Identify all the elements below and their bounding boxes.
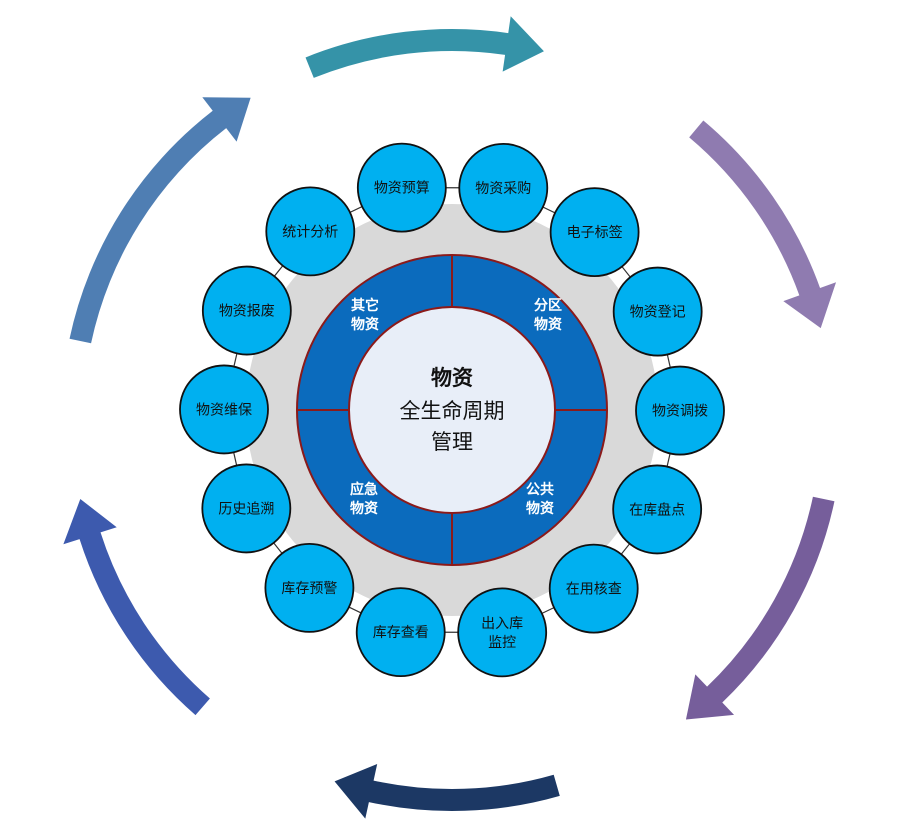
petal-label: 统计分析 — [282, 224, 338, 240]
petal-inventory-view[interactable]: 库存查看 — [355, 587, 446, 678]
segment-label: 分区 — [534, 298, 562, 314]
center-circle — [348, 306, 556, 514]
petal-maintenance[interactable]: 物资维保 — [179, 364, 269, 455]
petal-in-use-check[interactable]: 在用核查 — [548, 543, 639, 634]
petal-label: 监控 — [488, 635, 516, 651]
petal-label: 电子标签 — [567, 224, 623, 241]
petal-scrap[interactable]: 物资报废 — [201, 265, 292, 356]
petal-label: 库存查看 — [373, 625, 429, 641]
cycle-arrow-lower-right — [685, 496, 835, 720]
petal-statistics[interactable]: 统计分析 — [265, 186, 356, 277]
petal-label: 物资采购 — [475, 181, 531, 197]
petal-circle[interactable] — [201, 265, 292, 356]
petal-circle[interactable] — [635, 365, 725, 456]
petal-register[interactable]: 物资登记 — [612, 266, 703, 357]
center-title-line2: 全生命周期 — [400, 399, 505, 423]
cycle-arrow-upper-left — [69, 97, 251, 344]
segment-label: 物资 — [350, 500, 378, 517]
petal-circle[interactable] — [179, 364, 269, 455]
petal-label: 历史追溯 — [218, 501, 274, 517]
petal-circle[interactable] — [612, 464, 703, 555]
center-hub: 物资 全生命周期 管理 — [348, 306, 556, 514]
petal-label: 物资登记 — [630, 305, 686, 321]
petal-label: 出入库 — [481, 616, 523, 632]
petal-label: 在库盘点 — [629, 501, 685, 518]
petal-stocktake[interactable]: 在库盘点 — [612, 464, 703, 555]
segment-label: 物资 — [526, 500, 554, 517]
petal-history-trace[interactable]: 历史追溯 — [201, 463, 292, 554]
petal-circle[interactable] — [355, 587, 446, 678]
center-title-line1: 物资 — [431, 366, 473, 390]
petal-label: 物资报废 — [219, 304, 275, 320]
petal-transfer[interactable]: 物资调拨 — [635, 365, 725, 456]
petal-e-label[interactable]: 电子标签 — [549, 187, 640, 277]
petal-label: 库存预警 — [281, 581, 337, 597]
petal-circle[interactable] — [458, 142, 549, 233]
segment-label: 其它 — [351, 297, 379, 314]
petal-circle[interactable] — [201, 463, 292, 554]
petal-circle[interactable] — [356, 142, 447, 233]
petal-label: 在用核查 — [566, 582, 622, 598]
cycle-arrow-bottom — [334, 763, 560, 819]
petal-label: 物资预算 — [374, 181, 430, 197]
cycle-arrows — [63, 16, 837, 819]
segment-label: 物资 — [534, 316, 562, 333]
petal-circle[interactable] — [264, 543, 355, 633]
petal-inventory-alert[interactable]: 库存预警 — [264, 543, 355, 633]
cycle-arrow-upper-right — [689, 120, 837, 329]
petal-circle[interactable] — [549, 187, 640, 277]
petal-circle[interactable] — [265, 186, 356, 277]
petal-circle[interactable] — [457, 587, 548, 678]
petal-budget[interactable]: 物资预算 — [356, 142, 447, 233]
segment-label: 应急 — [350, 481, 378, 498]
petal-circle[interactable] — [548, 543, 639, 634]
cycle-arrow-lower-left — [63, 499, 210, 716]
cycle-arrow-top — [305, 16, 544, 78]
petal-label: 物资维保 — [196, 402, 252, 418]
petal-purchase[interactable]: 物资采购 — [458, 142, 549, 233]
petal-circle[interactable] — [612, 266, 703, 357]
function-circles: 物资采购电子标签物资登记物资调拨在库盘点在用核查出入库监控库存查看库存预警历史追… — [179, 142, 725, 678]
segment-label: 物资 — [351, 316, 379, 333]
petal-label: 物资调拨 — [652, 404, 708, 420]
segment-label: 公共 — [526, 481, 554, 498]
center-title-line3: 管理 — [431, 430, 473, 454]
